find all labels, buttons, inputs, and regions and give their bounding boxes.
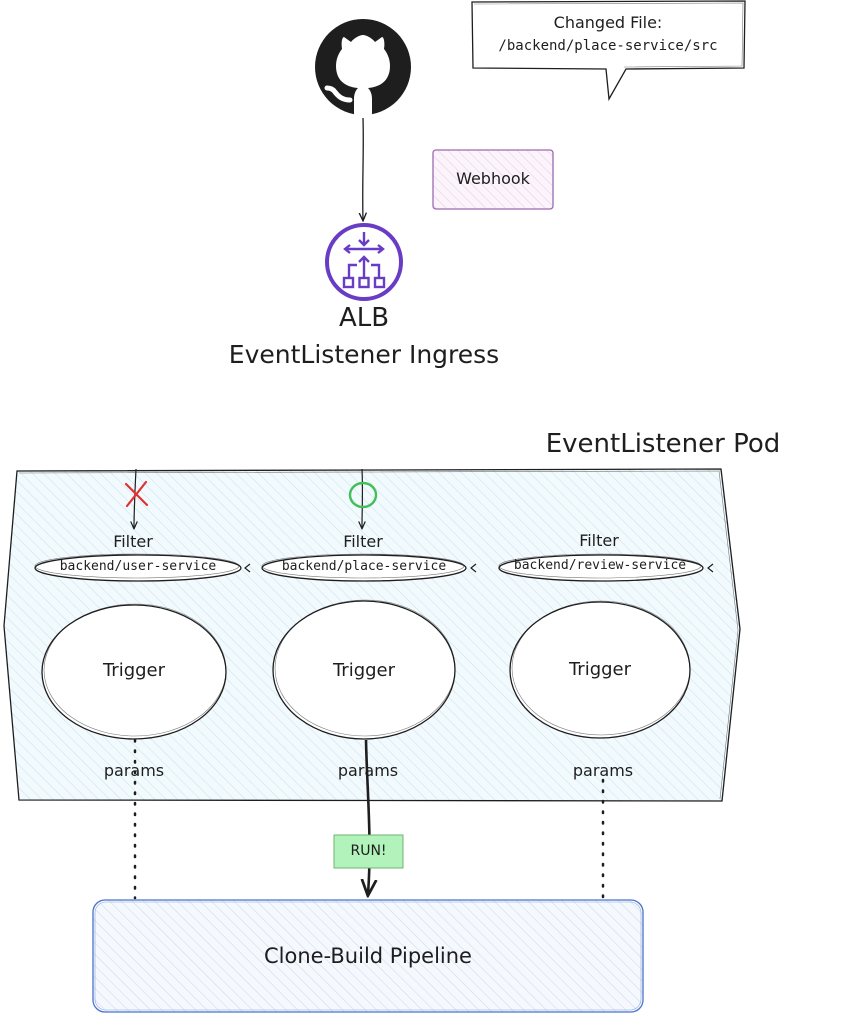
filter-label-place: Filter xyxy=(343,532,383,551)
github-icon xyxy=(315,19,411,121)
match-circle-icon xyxy=(348,481,378,509)
alb-subtitle: EventListener Ingress xyxy=(228,340,500,369)
trigger-label-review: Trigger xyxy=(568,659,632,680)
params-label-place: params xyxy=(337,761,399,780)
params-run-arrow xyxy=(366,739,370,894)
params-label-user: params xyxy=(103,761,165,780)
filter-path-review: backend/review-service xyxy=(513,558,687,573)
pipeline-box xyxy=(92,899,644,1013)
webhook-label: Webhook xyxy=(456,169,530,188)
trigger-label-user: Trigger xyxy=(102,660,166,681)
filter-path-user: backend/user-service xyxy=(59,559,217,574)
filter-ellipse-user xyxy=(34,553,242,582)
callout-title: Changed File: xyxy=(553,13,663,32)
trigger-ellipse-place xyxy=(272,599,456,740)
pipeline-label: Clone-Build Pipeline xyxy=(264,944,472,968)
run-label: RUN! xyxy=(350,843,387,859)
filter-ellipse-review xyxy=(498,553,704,582)
pod-title: EventListener Pod xyxy=(545,429,781,459)
webhook-box xyxy=(432,149,554,210)
no-match-cross-icon xyxy=(124,480,149,508)
filter-label-review: Filter xyxy=(579,531,619,550)
filter-path-place: backend/place-service xyxy=(281,559,447,574)
arrow-to-filter-user xyxy=(134,468,136,528)
trigger-label-place: Trigger xyxy=(332,660,396,681)
alb-title: ALB xyxy=(338,303,390,333)
callout-path: /backend/place-service/src xyxy=(498,38,718,54)
alb-icon xyxy=(325,223,403,301)
filter-ellipse-place xyxy=(261,553,467,582)
run-badge xyxy=(333,834,404,869)
changed-file-callout xyxy=(471,0,746,102)
trigger-ellipse-user xyxy=(41,603,227,740)
trigger-ellipse-review xyxy=(509,600,691,739)
github-to-alb-arrow xyxy=(363,117,364,220)
params-label-review: params xyxy=(572,761,634,780)
filter-label-user: Filter xyxy=(113,532,153,551)
